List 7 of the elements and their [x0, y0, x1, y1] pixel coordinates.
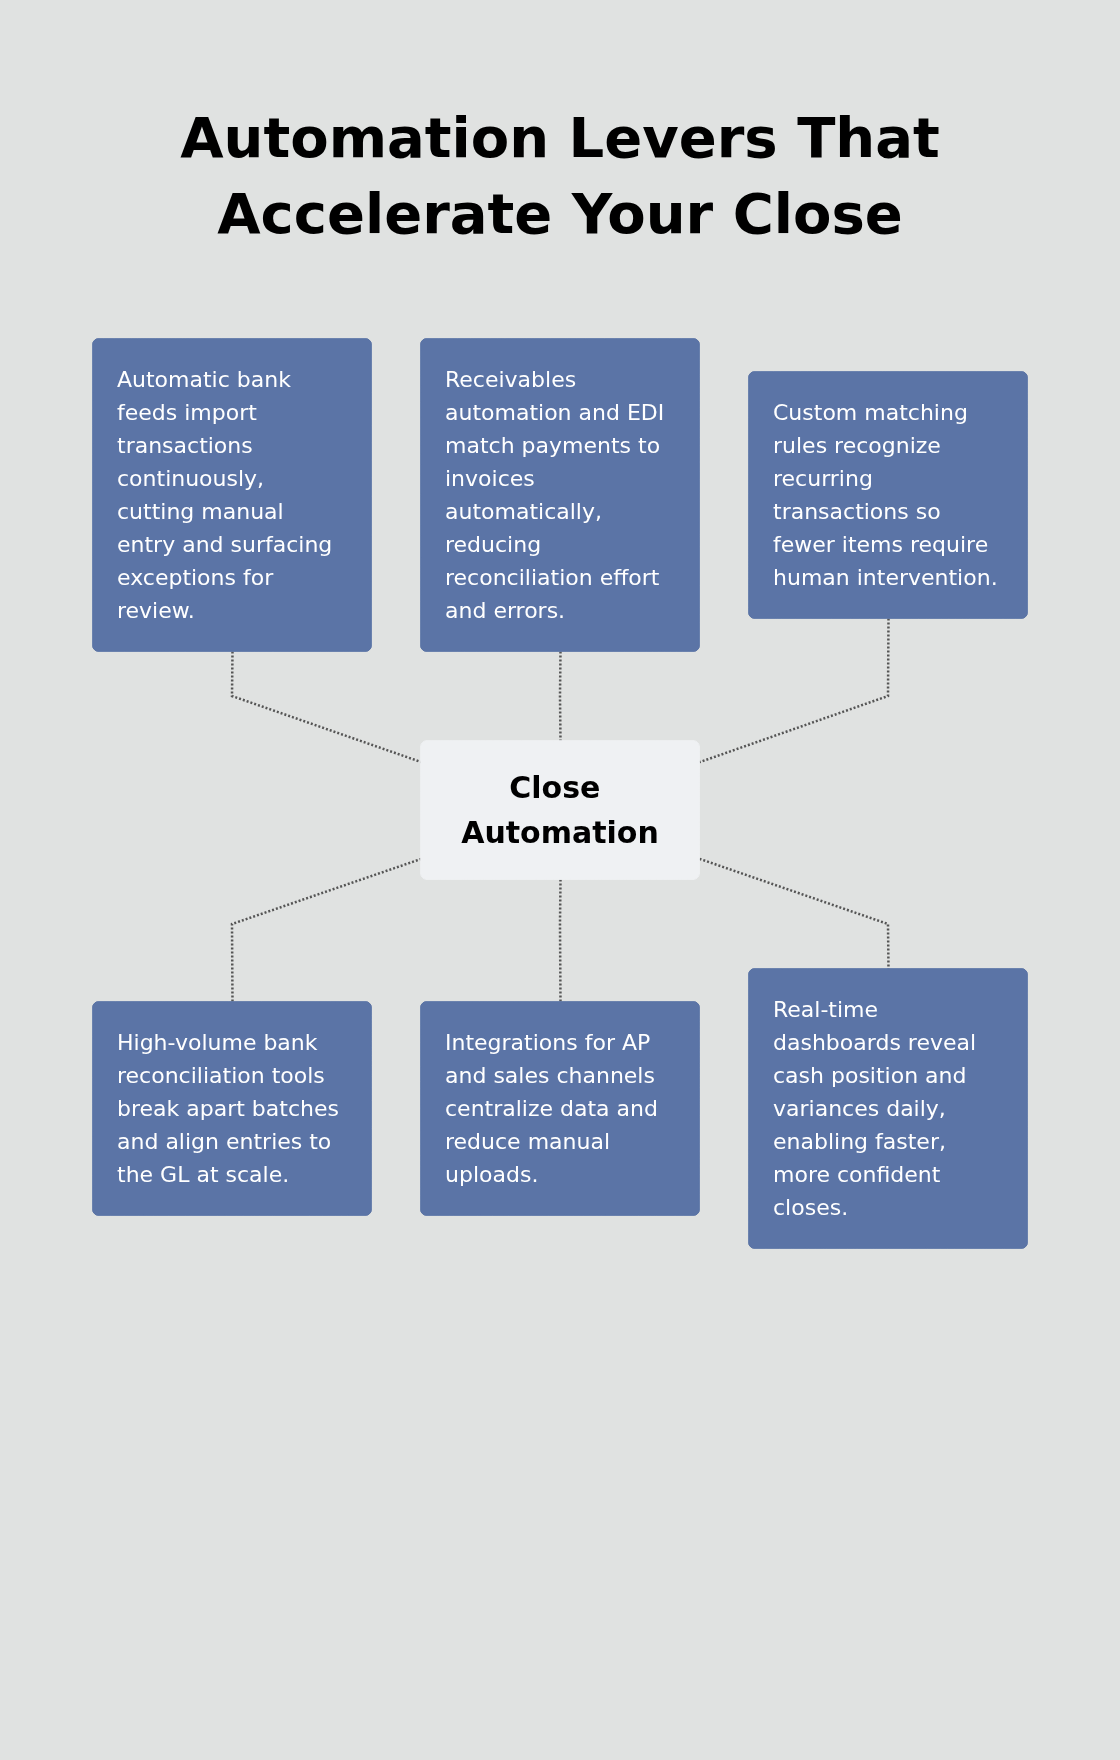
title: Automation Levers That Accelerate Your Close	[179, 104, 941, 248]
connector	[699, 857, 890, 970]
connector	[230, 651, 422, 764]
connector	[230, 857, 422, 1003]
connector	[558, 879, 562, 1003]
connector	[699, 618, 890, 764]
connector	[558, 651, 562, 742]
